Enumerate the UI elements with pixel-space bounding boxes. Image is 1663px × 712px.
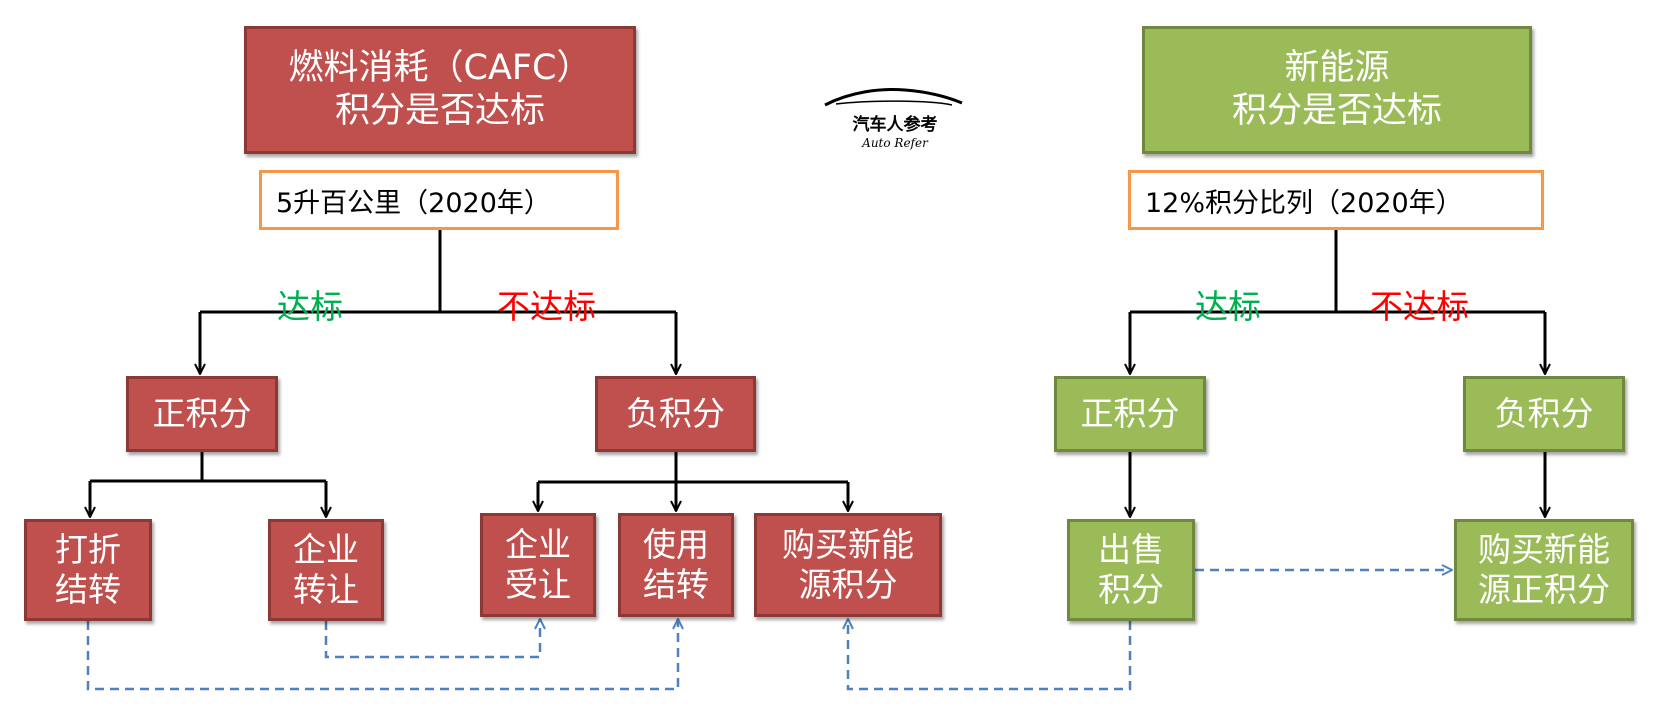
logo-en-text: Auto Refer bbox=[862, 136, 928, 150]
dashed-link-discount-to-use bbox=[86, 619, 678, 691]
right-pass-label: 达标 bbox=[1195, 287, 1261, 326]
left-title-box: 燃料消耗（CAFC） 积分是否达标 bbox=[244, 26, 636, 154]
dashed-link-sell-to-buy-nev bbox=[848, 619, 1132, 691]
right-negative-credit-box: 负积分 bbox=[1463, 376, 1625, 452]
buy-nev-credit-box: 购买新能 源积分 bbox=[754, 513, 942, 617]
auto-refer-logo: 汽车人参考 Auto Refer bbox=[820, 78, 970, 158]
left-pass-label: 达标 bbox=[277, 287, 343, 326]
dashed-link-transfer-to-receive bbox=[324, 619, 540, 659]
right-title-box: 新能源 积分是否达标 bbox=[1142, 26, 1532, 154]
company-transfer-box: 企业 转让 bbox=[268, 519, 384, 621]
left-criterion-box: 5升百公里（2020年） bbox=[259, 170, 619, 230]
logo-car-icon bbox=[824, 88, 963, 107]
use-carryover-box: 使用 结转 bbox=[618, 513, 734, 617]
left-fail-label: 不达标 bbox=[497, 287, 596, 326]
logo-cn-text: 汽车人参考 bbox=[852, 115, 938, 135]
left-negative-credit-box: 负积分 bbox=[595, 376, 756, 452]
left-positive-credit-box: 正积分 bbox=[126, 376, 278, 452]
right-positive-credit-box: 正积分 bbox=[1054, 376, 1206, 452]
discount-carryover-box: 打折 结转 bbox=[24, 519, 152, 621]
sell-credit-box: 出售 积分 bbox=[1067, 519, 1195, 621]
buy-positive-nev-credit-box: 购买新能 源正积分 bbox=[1454, 519, 1634, 621]
right-criterion-box: 12%积分比列（2020年） bbox=[1128, 170, 1544, 230]
company-receive-box: 企业 受让 bbox=[480, 513, 596, 617]
right-fail-label: 不达标 bbox=[1370, 287, 1469, 326]
